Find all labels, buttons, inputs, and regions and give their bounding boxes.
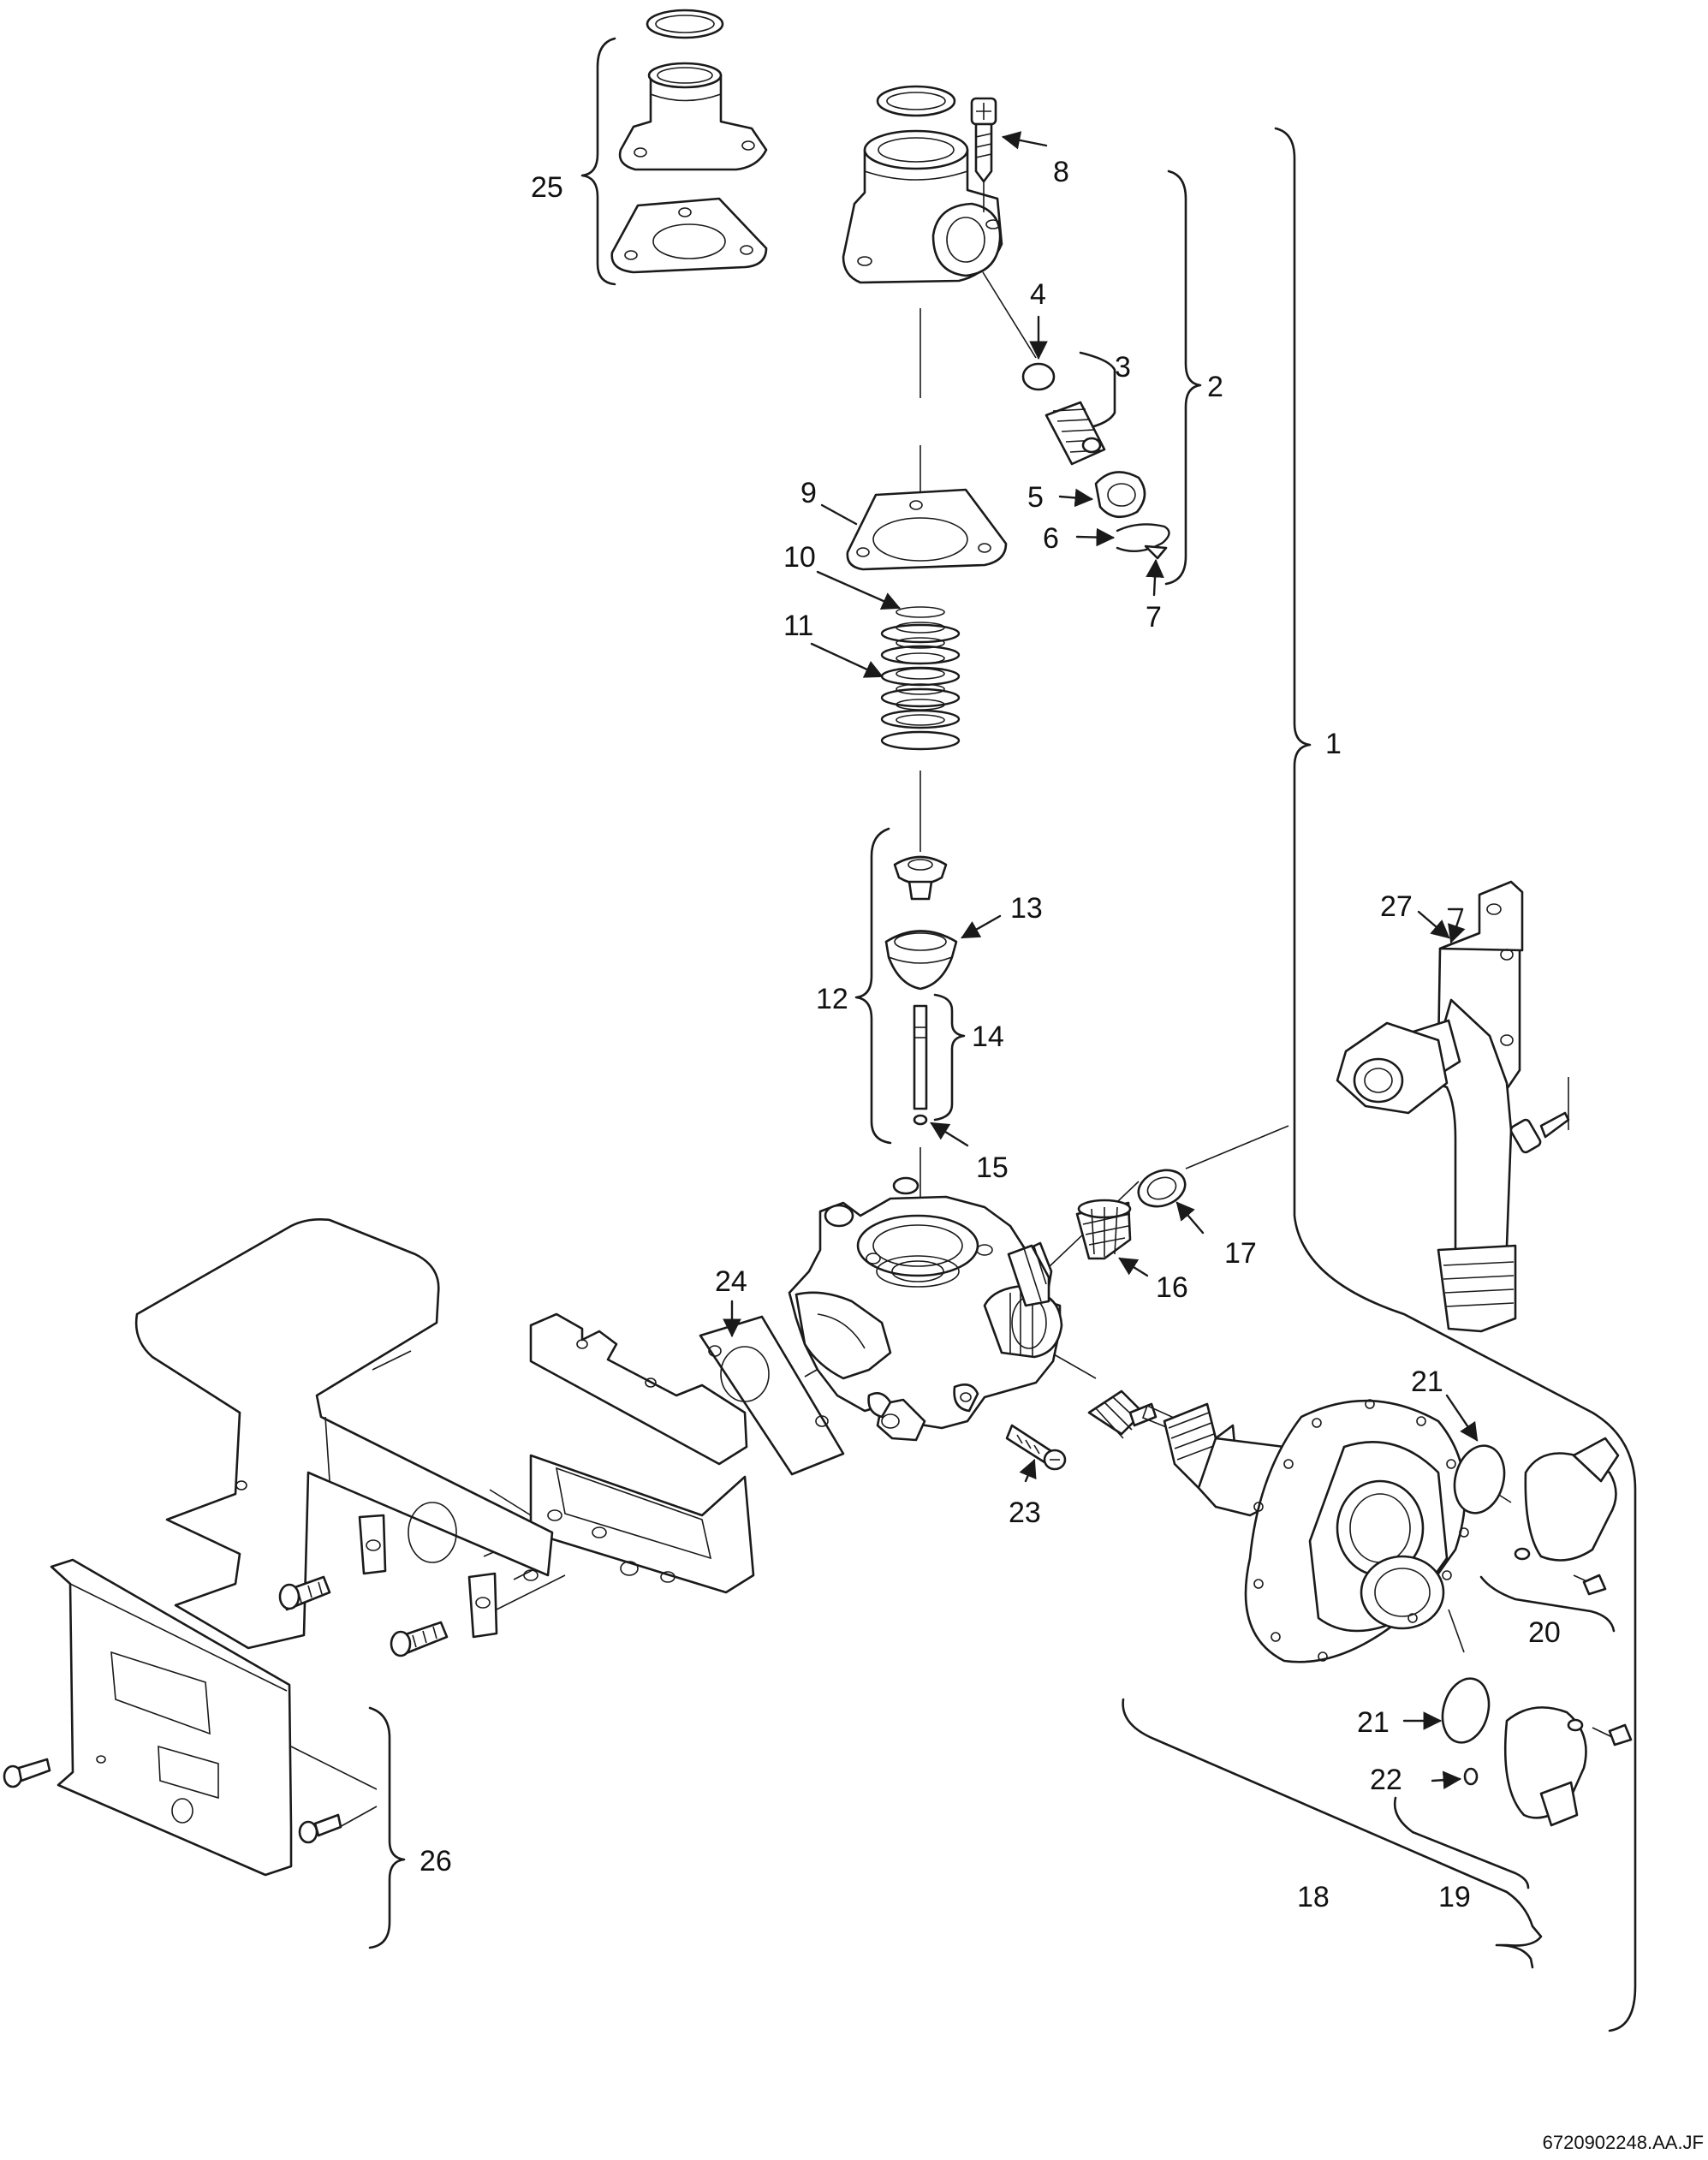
callout-20: 20	[1528, 1616, 1561, 1649]
group-bracket-18	[1122, 1698, 1543, 1969]
part-15-o-ring	[913, 1114, 928, 1126]
callout-8: 8	[1053, 156, 1069, 188]
group-bracket-19	[1393, 1796, 1530, 1889]
screw-panel-left	[3, 1758, 51, 1788]
part-8-screw	[970, 97, 997, 212]
part-19-cover-lower	[1503, 1706, 1633, 1827]
callout-17: 17	[1224, 1237, 1257, 1270]
group-bracket-20	[1479, 1575, 1616, 1633]
part-11-outer-spring	[880, 623, 961, 751]
callout-1: 1	[1325, 728, 1342, 760]
drawing-reference: 6720902248.AA.JF	[1543, 2132, 1704, 2153]
callout-24: 24	[715, 1265, 747, 1298]
group-bracket-25	[580, 37, 616, 286]
part-24-gasket	[699, 1315, 845, 1476]
clip-upper	[358, 1514, 387, 1575]
callout-27: 27	[1380, 890, 1413, 923]
callout-21-lower: 21	[1357, 1706, 1390, 1739]
group-bracket-26	[368, 1706, 406, 1949]
callout-12: 12	[816, 983, 848, 1015]
callout-26: 26	[420, 1845, 452, 1877]
clip-lower	[467, 1572, 498, 1639]
part-9-gasket	[846, 488, 1008, 571]
callout-13: 13	[1010, 892, 1043, 925]
callout-7: 7	[1146, 601, 1162, 634]
group-bracket-2	[1164, 170, 1202, 586]
group-bracket-1	[1274, 127, 1637, 2032]
part-16-strainer	[1075, 1199, 1132, 1260]
part-18-flange-assembly	[1087, 1389, 1469, 1663]
callout-labels: 1 2 3 4 5 6 7 8 9 10 11 12 13 14 15 16 1…	[420, 156, 1704, 2153]
screw-bracket-1	[278, 1575, 331, 1611]
group-bracket-14	[933, 993, 966, 1122]
part-14-stem	[913, 1004, 928, 1110]
main-valve-body	[788, 1176, 1063, 1442]
part-20-cover-upper	[1514, 1437, 1620, 1596]
callout-4: 4	[1030, 278, 1046, 311]
part-3-valve-insert	[1044, 401, 1106, 466]
part-21-o-ring-upper	[1453, 1444, 1506, 1514]
part-13-diaphragm	[884, 930, 958, 991]
callout-15: 15	[976, 1151, 1009, 1184]
part-4-o-ring	[1021, 362, 1056, 391]
group-bracket-3	[1079, 351, 1116, 430]
cover-hood	[134, 1218, 554, 1650]
part-6-retaining-clip	[1116, 523, 1170, 553]
screw-bracket-2	[390, 1621, 449, 1657]
part-22-small-o-ring	[1463, 1767, 1479, 1786]
callout-3: 3	[1115, 351, 1131, 384]
callout-11: 11	[783, 610, 813, 642]
leader-lines	[723, 131, 1479, 1789]
part-26-panel	[50, 1558, 293, 1877]
part-21-o-ring-lower	[1441, 1677, 1491, 1744]
callout-9: 9	[800, 477, 817, 509]
part-17-washer	[1137, 1169, 1187, 1208]
callout-2: 2	[1207, 371, 1223, 403]
part-5-cap	[1094, 471, 1146, 519]
callout-16: 16	[1156, 1271, 1188, 1304]
part-25-cover-kit	[610, 9, 768, 274]
part-27-connection-pipe	[1336, 880, 1570, 1333]
group-bracket-12	[854, 827, 892, 1145]
part-2-valve-cover-housing	[842, 85, 1003, 284]
part-7-pin	[1144, 544, 1168, 560]
callout-14: 14	[972, 1020, 1004, 1053]
callout-18: 18	[1297, 1881, 1330, 1913]
part-23-screw	[1005, 1424, 1067, 1471]
screw-panel-right	[298, 1813, 342, 1844]
callout-10: 10	[783, 541, 816, 574]
part-12-top-washer	[893, 855, 948, 901]
callout-21-upper: 21	[1411, 1366, 1443, 1398]
callout-22: 22	[1370, 1764, 1402, 1796]
callout-19: 19	[1438, 1881, 1471, 1913]
mounting-plate-bracket	[529, 1312, 755, 1594]
callout-5: 5	[1027, 481, 1044, 514]
callout-6: 6	[1043, 522, 1059, 555]
callout-25: 25	[531, 171, 563, 204]
callout-23: 23	[1009, 1497, 1041, 1529]
